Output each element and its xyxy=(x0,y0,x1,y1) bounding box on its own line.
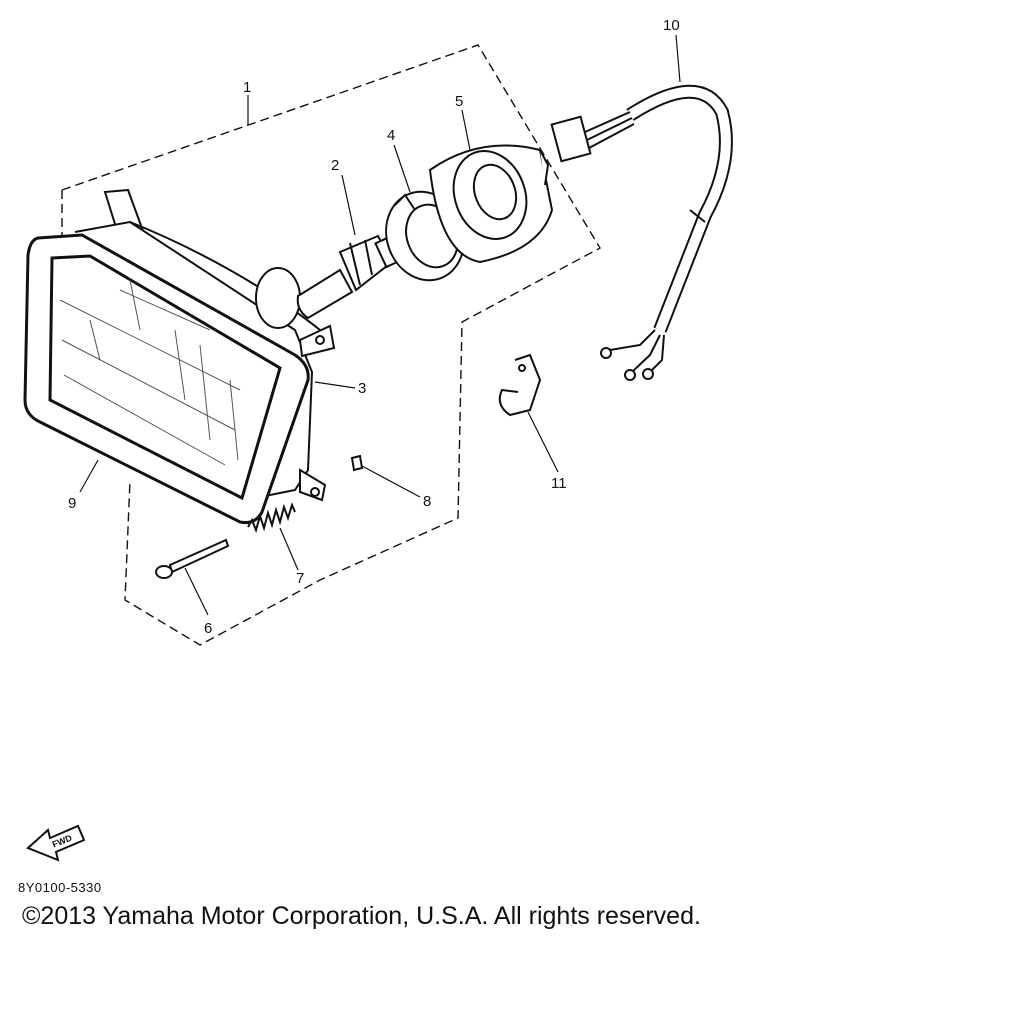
callout-3: 3 xyxy=(358,380,366,397)
callout-4: 4 xyxy=(387,127,395,144)
copyright-notice: ©2013 Yamaha Motor Corporation, U.S.A. A… xyxy=(22,902,701,930)
lens-pattern xyxy=(59,279,241,466)
leader-lines xyxy=(79,34,681,616)
fwd-arrow-icon: FWD xyxy=(26,824,86,862)
callout-5: 5 xyxy=(455,93,463,110)
spring xyxy=(247,502,296,534)
callout-9: 9 xyxy=(68,495,76,512)
callouts: 1 2 3 4 5 6 7 8 9 10 11 xyxy=(68,17,680,637)
callout-10: 10 xyxy=(663,17,680,34)
callout-7: 7 xyxy=(296,570,304,587)
screw xyxy=(155,538,230,579)
dust-cover xyxy=(428,144,554,264)
callout-11: 11 xyxy=(551,475,567,492)
callout-6: 6 xyxy=(204,620,212,637)
nut xyxy=(350,454,364,472)
callout-8: 8 xyxy=(423,493,431,510)
bulb xyxy=(296,233,406,320)
callout-1: 1 xyxy=(243,79,251,96)
assembly-boundary xyxy=(61,44,601,646)
wire-harness xyxy=(550,84,733,381)
figure-code: 8Y0100-5330 xyxy=(18,880,102,895)
callout-2: 2 xyxy=(331,157,339,174)
clamp xyxy=(498,353,542,417)
